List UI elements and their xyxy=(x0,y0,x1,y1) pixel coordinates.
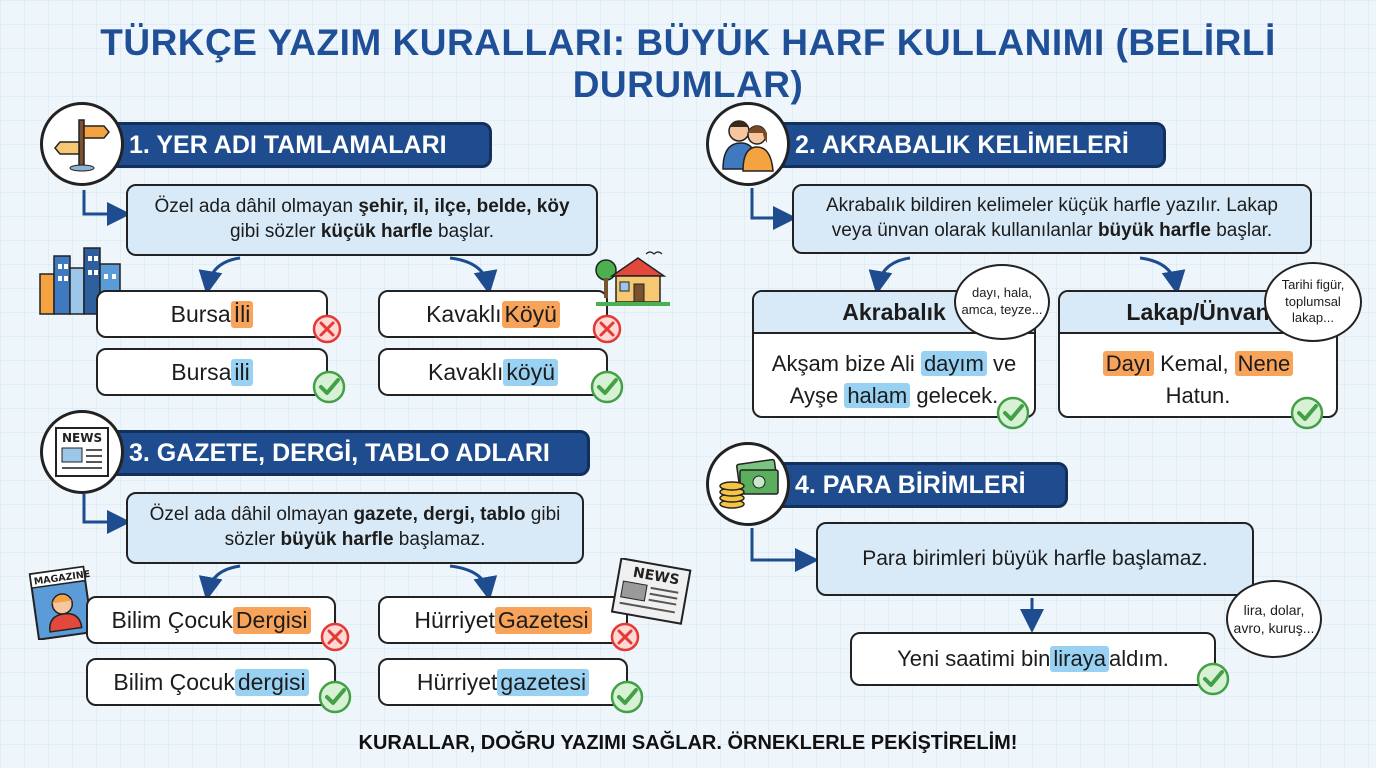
title-card-example: Dayı Kemal, Nene Hatun. xyxy=(1060,334,1336,412)
s1-example-2-wrong: Kavaklı Köyü xyxy=(378,290,608,338)
village-house-icon xyxy=(594,248,672,310)
kinship-speech-bubble: dayı, hala, amca, teyze... xyxy=(954,264,1050,340)
footer-note: KURALLAR, DOĞRU YAZIMI SAĞLAR. ÖRNEKLERL… xyxy=(358,732,1018,754)
section-1-rule: Özel ada dâhil olmayan şehir, il, ilçe, … xyxy=(126,184,598,256)
section-3-rule: Özel ada dâhil olmayan gazete, dergi, ta… xyxy=(126,492,584,564)
wrong-icon xyxy=(312,314,342,349)
check-icon xyxy=(312,370,346,409)
title-speech-bubble: Tarihi figür, toplumsal lakap... xyxy=(1264,262,1362,342)
family-icon xyxy=(706,102,790,186)
s4-example: Yeni saatimi bin liraya aldım. xyxy=(850,632,1216,686)
check-icon xyxy=(996,396,1030,435)
section-4-rule: Para birimleri büyük harfle başlamaz. xyxy=(816,522,1254,596)
check-icon xyxy=(590,370,624,409)
section-1-heading: 1. YER ADI TAMLAMALARI xyxy=(110,122,492,168)
check-icon xyxy=(610,680,644,719)
money-icon xyxy=(706,442,790,526)
section-2-rule: Akrabalık bildiren kelimeler küçük harfl… xyxy=(792,184,1312,254)
check-icon xyxy=(1196,662,1230,701)
currency-speech-bubble: lira, dolar, avro, kuruş... xyxy=(1226,580,1322,658)
s3-example-2-wrong: Hürriyet Gazetesi xyxy=(378,596,628,644)
s3-example-1-wrong: Bilim Çocuk Dergisi xyxy=(86,596,336,644)
wrong-icon xyxy=(592,314,622,349)
newspaper-icon: NEWS xyxy=(40,410,124,494)
section-4-heading: 4. PARA BİRİMLERİ xyxy=(776,462,1068,508)
section-2-heading: 2. AKRABALIK KELİMELERİ xyxy=(776,122,1166,168)
wrong-icon xyxy=(320,622,350,657)
s1-example-2-right: Kavaklı köyü xyxy=(378,348,608,396)
check-icon xyxy=(318,680,352,719)
svg-text:NEWS: NEWS xyxy=(62,431,102,445)
kinship-card-example: Akşam bize Ali dayım ve Ayşe halam gelec… xyxy=(771,351,1017,408)
s3-example-2-right: Hürriyet gazetesi xyxy=(378,658,628,706)
check-icon xyxy=(1290,396,1324,435)
news-paper-icon: NEWS xyxy=(608,557,694,626)
magazine-icon: MAGAZINE xyxy=(24,564,100,641)
s3-example-1-right: Bilim Çocuk dergisi xyxy=(86,658,336,706)
section-3-heading: 3. GAZETE, DERGİ, TABLO ADLARI xyxy=(110,430,590,476)
wrong-icon xyxy=(610,622,640,657)
page-title: TÜRKÇE YAZIM KURALLARI: BÜYÜK HARF KULLA… xyxy=(100,22,1276,105)
s1-example-1-right: Bursa ili xyxy=(96,348,328,396)
s1-example-1-wrong: Bursa İli xyxy=(96,290,328,338)
signpost-icon xyxy=(40,102,124,186)
